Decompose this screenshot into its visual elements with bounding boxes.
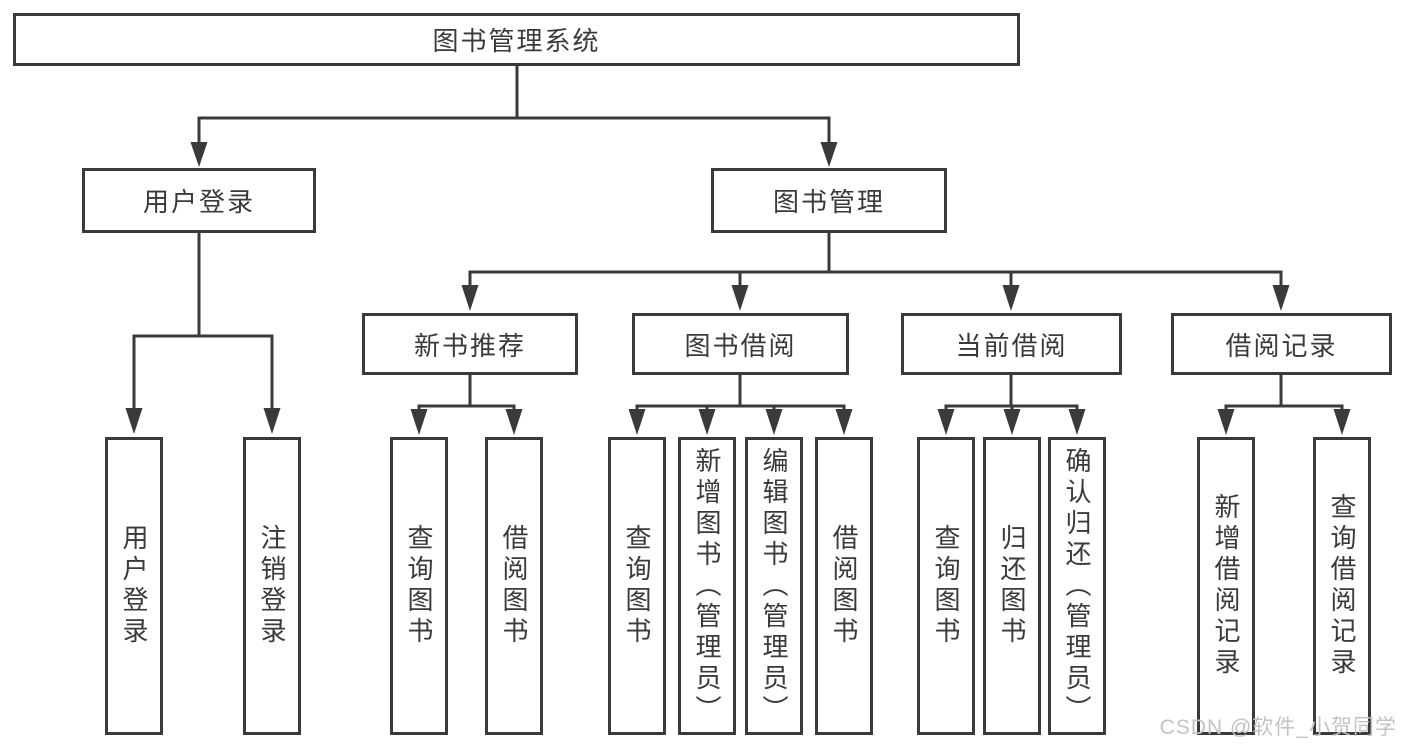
leaf-query-books-borrow: 查询图书 [608,437,666,735]
arrowhead-icon [765,409,783,435]
node-label: 查询借阅记录 [1327,493,1357,679]
node-current-borrow: 当前借阅 [901,313,1122,375]
arrowhead-icon [461,285,479,311]
arrowhead-icon [1217,409,1235,435]
node-label: 图书管理系统 [432,26,601,56]
arrowhead-icon [835,409,853,435]
connector-borrow-records-to-children [1217,375,1351,435]
csdn-watermark: CSDN @软件_小贺同学 [1159,716,1397,739]
node-user-login: 用户登录 [82,168,316,233]
node-label: 图书借阅 [684,330,797,361]
node-label: 新书推荐 [413,330,526,361]
leaf-borrow-books-recommend: 借阅图书 [485,437,543,735]
node-label: 当前借阅 [955,330,1068,361]
connector-line [197,116,831,145]
connector-root-to-level2 [190,66,838,167]
node-label: 注销登录 [257,524,287,648]
node-book-management: 图书管理 [711,168,947,233]
connector-line [468,270,1283,287]
node-label: 查询图书 [622,524,652,648]
node-book-borrow: 图书借阅 [632,313,849,375]
node-label: 借阅图书 [499,524,529,648]
node-label: 归还图书 [997,524,1027,648]
node-label: 确认归还（管理员） [1062,446,1092,726]
connector-new-book-recommend-to-children [410,375,523,435]
leaf-query-borrow-record: 查询借阅记录 [1313,437,1371,735]
arrowhead-icon [1068,409,1086,435]
node-borrow-records: 借阅记录 [1171,313,1392,375]
arrowhead-icon [410,409,428,435]
arrowhead-icon [628,409,646,435]
node-label: 用户登录 [119,524,149,648]
node-label: 查询图书 [931,524,961,648]
node-label: 图书管理 [772,187,885,217]
arrowhead-icon [820,142,838,167]
arrowhead-icon [698,409,716,435]
node-label: 借阅记录 [1225,330,1338,361]
node-label: 借阅图书 [829,524,859,648]
arrowhead-icon [731,285,749,311]
node-label: 查询图书 [404,524,434,648]
leaf-query-books-current: 查询图书 [917,437,975,735]
connector-line [1224,404,1344,411]
node-label: 编辑图书（管理员） [759,446,789,726]
connector-line [635,404,846,411]
leaf-borrow-books: 借阅图书 [815,437,873,735]
arrowhead-icon [190,142,208,167]
connector-book-management-to-level3 [461,233,1290,311]
connector-book-borrow-to-children [628,375,853,435]
leaf-edit-books-admin: 编辑图书（管理员） [745,437,803,735]
leaf-add-books-admin: 新增图书（管理员） [678,437,736,735]
node-root-system: 图书管理系统 [13,13,1020,66]
arrowhead-icon [125,408,143,434]
arrowhead-icon [1272,285,1290,311]
arrowhead-icon [263,408,281,434]
arrowhead-icon [1003,409,1021,435]
connector-current-borrow-to-children [937,375,1086,435]
leaf-return-books: 归还图书 [983,437,1041,735]
connector-line [132,334,274,410]
leaf-query-books-recommend: 查询图书 [390,437,448,735]
arrowhead-icon [937,409,955,435]
node-new-book-recommend: 新书推荐 [362,313,578,375]
connector-user-login-to-children [125,233,281,434]
leaf-user-login: 用户登录 [105,437,163,735]
node-label: 用户登录 [142,187,255,217]
leaf-logout: 注销登录 [243,437,301,735]
arrowhead-icon [505,409,523,435]
arrowhead-icon [1333,409,1351,435]
connector-line [417,404,516,411]
node-label: 新增借阅记录 [1211,493,1241,679]
leaf-confirm-return-admin: 确认归还（管理员） [1048,437,1106,735]
node-label: 新增图书（管理员） [692,446,722,726]
arrowhead-icon [1002,285,1020,311]
leaf-add-borrow-record: 新增借阅记录 [1197,437,1255,735]
